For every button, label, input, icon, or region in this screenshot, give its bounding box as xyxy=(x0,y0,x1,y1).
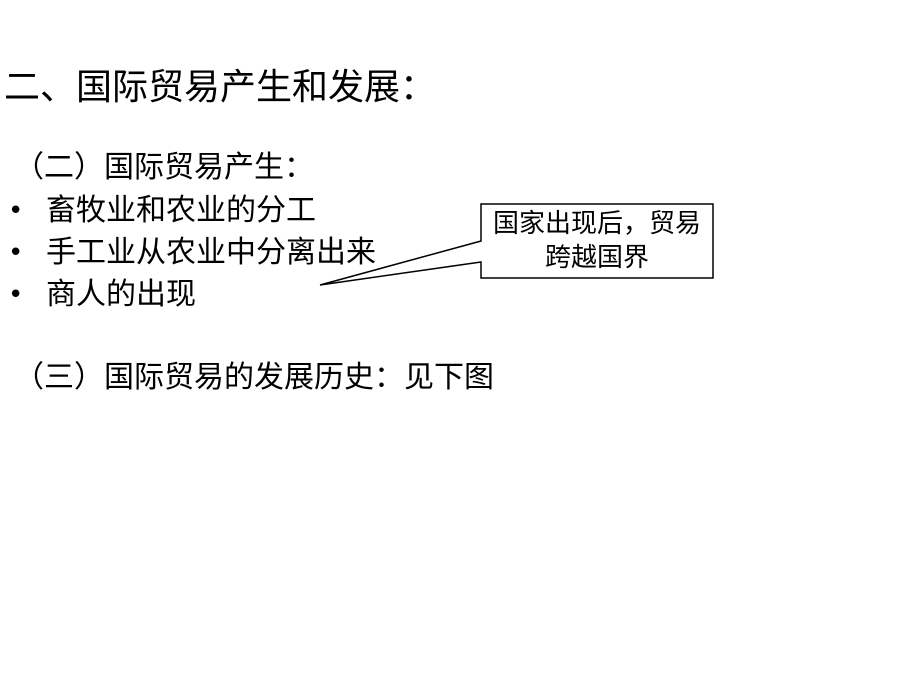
bullet-icon: • xyxy=(8,280,24,310)
section-origin-title: （二）国际贸易产生： xyxy=(14,150,314,185)
bullet-icon: • xyxy=(8,196,24,226)
callout-text: 国家出现后，贸易跨越国界 xyxy=(492,209,701,273)
bullet-text: 畜牧业和农业的分工 xyxy=(46,193,316,228)
bullet-text: 手工业从农业中分离出来 xyxy=(46,235,376,270)
list-item: • 商人的出现 xyxy=(8,274,376,316)
origin-bullet-list: • 畜牧业和农业的分工 • 手工业从农业中分离出来 • 商人的出现 xyxy=(8,190,376,316)
list-item: • 手工业从农业中分离出来 xyxy=(8,232,376,274)
slide-heading: 二、国际贸易产生和发展： xyxy=(4,67,437,108)
bullet-text: 商人的出现 xyxy=(46,277,196,312)
list-item: • 畜牧业和农业的分工 xyxy=(8,190,376,232)
bullet-icon: • xyxy=(8,238,24,268)
section-history-title: （三）国际贸易的发展历史：见下图 xyxy=(14,360,494,395)
